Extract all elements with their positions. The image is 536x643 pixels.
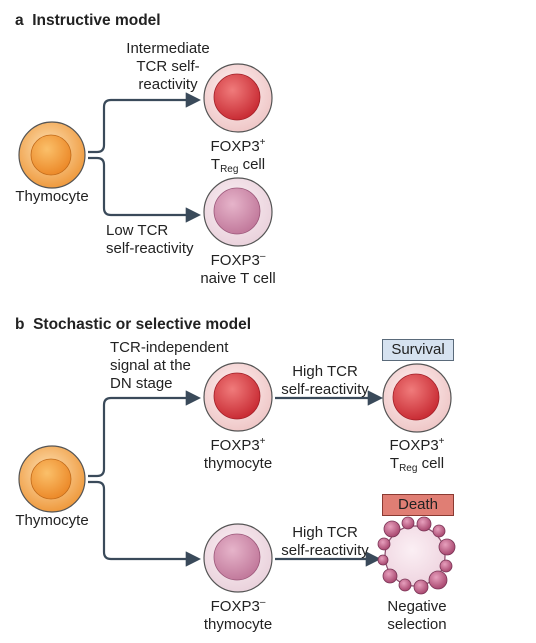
panel-a-lower-label: Low TCR self-reactivity <box>106 222 194 258</box>
panel-b-heading: b Stochastic or selective model <box>15 316 251 334</box>
foxp3-pos-label: FOXP3+ thymocyte <box>193 433 283 473</box>
arrow-a-lower <box>88 156 202 223</box>
arrow-b-upper <box>88 390 202 478</box>
panel-b-treg-label: FOXP3+ TReg cell <box>372 433 462 478</box>
treg-sign: + <box>259 137 266 148</box>
foxp3-pos-gene: FOXP3 <box>210 437 260 454</box>
thymocyte-cell-b <box>18 445 86 513</box>
treg-t: T <box>210 156 221 173</box>
panel-a-lower-label-line: Low TCR <box>106 222 169 239</box>
treg-gene: FOXP3 <box>210 138 260 155</box>
panel-a-heading: a Instructive model <box>15 12 161 30</box>
panel-b-upper-label: TCR-independent signal at the DN stage <box>110 339 228 393</box>
panel-a-naive-label: FOXP3– naive T cell <box>188 248 288 288</box>
foxp3-neg-gene: FOXP3 <box>210 598 260 615</box>
high-tcr-lower-line: self-reactivity <box>281 542 369 559</box>
treg-b-cell: cell <box>417 455 445 472</box>
foxp3-neg-label: FOXP3– thymocyte <box>193 594 283 634</box>
treg-b-sign: + <box>438 436 445 447</box>
foxp3-neg-sign: – <box>259 597 266 608</box>
treg-b-sub: Reg <box>399 463 418 474</box>
panel-a-thymocyte-label: Thymocyte <box>15 188 89 205</box>
arrow-b-lower <box>88 480 202 567</box>
treg-sub: Reg <box>220 164 239 175</box>
high-tcr-upper-line: High TCR <box>292 363 358 380</box>
treg-cell-a <box>203 63 273 133</box>
panel-a-letter: a <box>15 12 24 29</box>
panel-b-letter: b <box>15 316 25 333</box>
panel-b-upper-label-line: TCR-independent <box>110 339 229 356</box>
foxp3-pos-thymocyte-cell <box>203 362 273 432</box>
naive-sign: – <box>259 251 266 262</box>
panel-a-treg-label: FOXP3+ TReg cell <box>193 134 283 179</box>
panel-a-upper-label-line: reactivity <box>138 76 198 93</box>
treg-cell-b <box>382 363 452 433</box>
naive-gene: FOXP3 <box>210 252 260 269</box>
panel-a-upper-label-line: TCR self- <box>136 58 200 75</box>
panel-a-upper-label: Intermediate TCR self- reactivity <box>108 40 228 94</box>
high-tcr-lower-line: High TCR <box>292 524 358 541</box>
high-tcr-upper-label: High TCR self-reactivity <box>270 363 380 399</box>
apoptotic-cell <box>377 516 456 595</box>
foxp3-neg-thymocyte-cell <box>203 523 273 593</box>
treg-b-gene: FOXP3 <box>389 437 439 454</box>
death-box: Death <box>382 494 454 516</box>
foxp3-neg-line2: thymocyte <box>203 616 273 633</box>
arrow-a-upper <box>88 92 202 154</box>
panel-b-upper-label-line: DN stage <box>110 375 173 392</box>
high-tcr-lower-label: High TCR self-reactivity <box>270 524 380 560</box>
panel-a-title: Instructive model <box>32 12 161 29</box>
panel-a-lower-label-line: self-reactivity <box>106 240 194 257</box>
negative-selection-line: Negative <box>387 598 447 615</box>
naive-cell-a <box>203 177 273 247</box>
high-tcr-upper-line: self-reactivity <box>281 381 369 398</box>
foxp3-pos-line2: thymocyte <box>203 455 273 472</box>
treg-cell: cell <box>238 156 266 173</box>
panel-b-upper-label-line: signal at the <box>110 357 191 374</box>
panel-b-title: Stochastic or selective model <box>33 316 252 333</box>
panel-a-upper-label-line: Intermediate <box>126 40 210 57</box>
treg-b-t: T <box>389 455 400 472</box>
negative-selection-line: selection <box>387 616 447 633</box>
negative-selection-label: Negative selection <box>372 598 462 634</box>
naive-line2: naive T cell <box>200 270 276 287</box>
survival-box: Survival <box>382 339 454 361</box>
thymocyte-cell-a <box>18 121 86 189</box>
foxp3-pos-sign: + <box>259 436 266 447</box>
panel-b-thymocyte-label: Thymocyte <box>15 512 89 529</box>
